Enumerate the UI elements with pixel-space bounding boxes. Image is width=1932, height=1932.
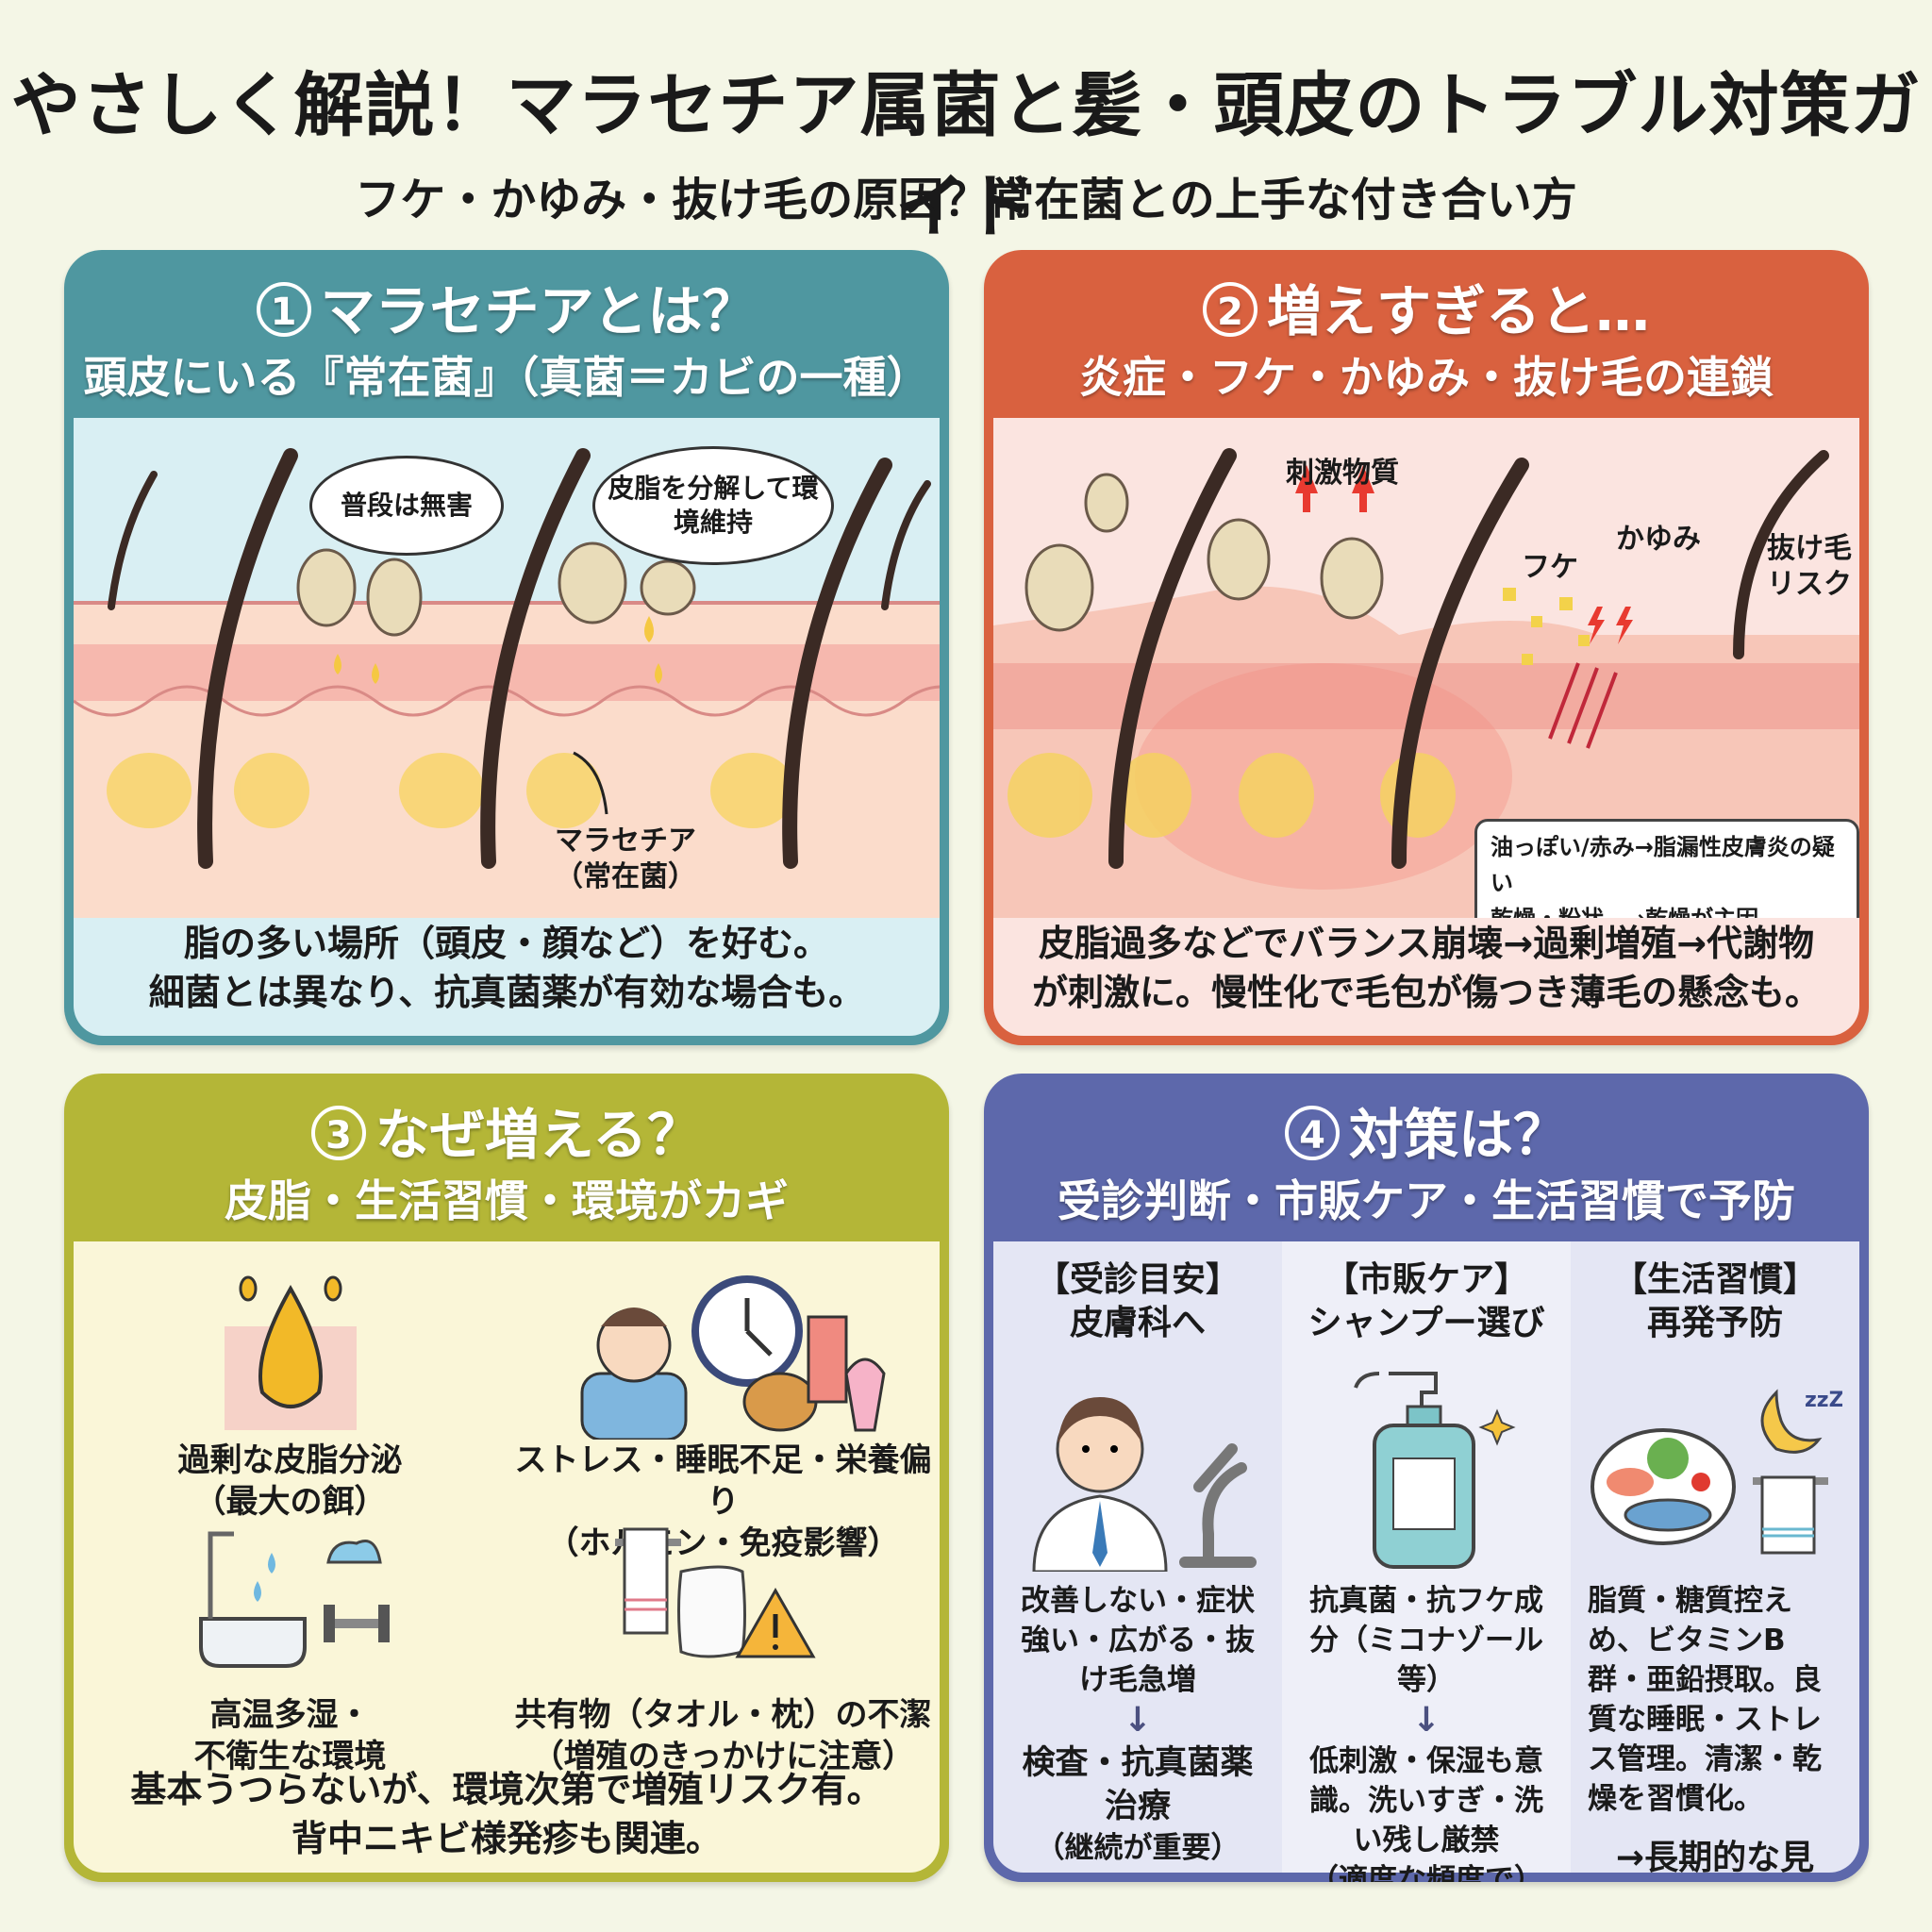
card-subheading: 受診判断・市販ケア・生活習慣で予防 [1058, 1175, 1795, 1226]
cause-note: 不衛生な環境 [193, 1738, 387, 1775]
card-caption: 基本うつらないが、環境次第で増殖リスク有。 背中ニキビ様発疹も関連。 [74, 1765, 940, 1863]
column-subtitle: シャンプー選び [1307, 1304, 1545, 1342]
cause-title: 共有物（タオル・枕）の不潔 [514, 1696, 932, 1734]
cause-note: （増殖のきっかけに注意） [531, 1738, 915, 1775]
card-body: 過剰な皮脂分泌 （最大の餌） ストレス・睡眠不足・栄養偏り （ホルモン・免疫影響… [74, 1241, 940, 1873]
card-body: 刺激物質 フケ かゆみ 抜け毛リスク 油っぽい/赤み→脂漏性皮膚炎の疑い 乾燥・… [993, 418, 1859, 1036]
card-subheading: 皮脂・生活習慣・環境がカギ [225, 1175, 789, 1226]
caption-line: 細菌とは異なり、抗真菌薬が有効な場合も。 [148, 972, 865, 1013]
page-title: やさしく解説！マラセチア属菌と髪・頭皮のトラブル対策ガイド [10, 65, 1922, 247]
card-heading: 増えすぎると… [1266, 279, 1650, 343]
cause-title: ストレス・睡眠不足・栄養偏り [514, 1441, 932, 1521]
speech-bubble-harmless: 普段は無害 [309, 456, 504, 556]
card-heading: なぜ増える？ [375, 1103, 703, 1167]
down-arrow-icon: ↓ [1123, 1701, 1153, 1740]
column-text: 改善しない・症状強い・広がる・抜け毛急増 [1021, 1584, 1255, 1697]
number-badge: 2 [1202, 281, 1257, 337]
card-caption: 脂の多い場所（頭皮・顔など）を好む。 細菌とは異なり、抗真菌薬が有効な場合も。 [74, 919, 940, 1017]
card-heading: マラセチアとは？ [320, 279, 758, 343]
scalp-normal-illustration: 普段は無害 皮脂を分解して環境維持 マラセチア（常在菌） [74, 418, 940, 918]
column-subtitle: 皮膚科へ [1069, 1304, 1206, 1342]
shampoo-bottle-icon [1354, 1372, 1516, 1569]
scalp-inflamed-illustration: 刺激物質 フケ かゆみ 抜け毛リスク 油っぽい/赤み→脂漏性皮膚炎の疑い 乾燥・… [993, 418, 1859, 918]
caption-line: 背中ニキビ様発疹も関連。 [291, 1818, 722, 1859]
card-subheading: 炎症・フケ・かゆみ・抜け毛の連鎖 [1079, 352, 1774, 403]
column-result: 低刺激・保湿も意識。洗いすぎ・洗い残し厳禁 [1309, 1744, 1543, 1857]
column-subtitle: 再発予防 [1646, 1304, 1783, 1342]
oil-drop-icon [224, 1275, 357, 1430]
card-body: 普段は無害 皮脂を分解して環境維持 マラセチア（常在菌） 脂の多い場所（頭皮・顔… [74, 418, 940, 1036]
caption-line: 脂の多い場所（頭皮・顔など）を好む。 [183, 923, 829, 964]
column-title: 【受診目安】 [1035, 1260, 1240, 1299]
bath-humidity-icon [198, 1531, 390, 1668]
caption-line: 皮脂過多などでバランス崩壊→過剰増殖→代謝物 [1038, 923, 1815, 964]
cause-note: （最大の餌） [193, 1483, 387, 1521]
column-title: 【市販ケア】 [1324, 1260, 1528, 1299]
column-doctor: 【受診目安】 皮膚科へ 改善しない・症状強い・広がる・抜け毛急増 ↓ 検査・抗真… [993, 1241, 1282, 1873]
card-body: 【受診目安】 皮膚科へ 改善しない・症状強い・広がる・抜け毛急増 ↓ 検査・抗真… [993, 1241, 1859, 1882]
page-subtitle: フケ・かゆみ・抜け毛の原因？常在菌との上手な付き合い方 [355, 174, 1577, 226]
column-title: 【生活習慣】 [1612, 1260, 1817, 1299]
cause-shared-items: 共有物（タオル・枕）の不潔 （増殖のきっかけに注意） [507, 1515, 940, 1777]
cause-note: （ホルモン・免疫影響） [546, 1524, 900, 1562]
cause-environment: 高温多湿・ 不衛生な環境 [74, 1515, 507, 1777]
svg-text:zzZ: zzZ [1805, 1389, 1842, 1412]
malassezia-label: マラセチア（常在菌） [555, 824, 696, 893]
column-result: →長期的な見直しがカギ！ [1615, 1839, 1815, 1877]
card-heading: 対策は？ [1348, 1103, 1568, 1167]
doctor-microscope-icon [1032, 1397, 1257, 1574]
down-arrow-icon: ↓ [1411, 1701, 1441, 1740]
column-shampoo: 【市販ケア】 シャンプー選び 抗真菌・抗フケ成分（ミコナゾール等） ↓ 低刺激・… [1282, 1241, 1571, 1882]
number-badge: 1 [256, 281, 311, 337]
number-badge: 4 [1284, 1105, 1340, 1160]
cause-sebum: 過剰な皮脂分泌 （最大の餌） [74, 1260, 507, 1523]
caption-line: が刺激に。慢性化で毛包が傷つき薄毛の懸念も。 [1031, 972, 1821, 1013]
label-irritants: 刺激物質 [1286, 457, 1399, 490]
note-line: 乾燥・粉状 →乾燥が主因 [1491, 901, 1843, 918]
label-itch: かゆみ [1616, 523, 1701, 556]
column-note: （適度な頻度で） [1309, 1863, 1543, 1882]
label-hair-loss-risk: 抜け毛リスク [1767, 532, 1852, 601]
caption-line: 基本うつらないが、環境次第で増殖リスク有。 [130, 1769, 883, 1810]
note-line: 油っぽい/赤み→脂漏性皮膚炎の疑い [1491, 834, 1835, 896]
diagnosis-note: 油っぽい/赤み→脂漏性皮膚炎の疑い 乾燥・粉状 →乾燥が主因 [1474, 819, 1859, 918]
number-badge: 3 [310, 1105, 366, 1160]
stress-clock-food-icon [580, 1275, 886, 1441]
card-subheading: 頭皮にいる『常在菌』（真菌＝カビの一種） [83, 352, 930, 403]
label-dandruff: フケ [1522, 551, 1578, 584]
column-result: 検査・抗真菌薬治療 [1022, 1744, 1254, 1825]
speech-bubble-sebum: 皮脂を分解して環境維持 [592, 446, 834, 565]
column-lifestyle: 【生活習慣】 再発予防 zzZ 脂質・糖質控えめ、ビタミンB群・亜鉛摂取。良質な… [1571, 1241, 1859, 1877]
cause-title: 高温多湿・ [209, 1696, 371, 1734]
cause-lifestyle: ストレス・睡眠不足・栄養偏り （ホルモン・免疫影響） [507, 1260, 940, 1564]
card-caption: 皮脂過多などでバランス崩壊→過剰増殖→代謝物 が刺激に。慢性化で毛包が傷つき薄毛… [993, 919, 1859, 1017]
column-note: （継続が重要） [1035, 1831, 1241, 1865]
cause-title: 過剰な皮脂分泌 [177, 1441, 403, 1479]
meal-sleep-towel-icon: zzZ [1591, 1389, 1844, 1555]
towel-pillow-warning-icon [614, 1527, 816, 1658]
column-text: 抗真菌・抗フケ成分（ミコナゾール等） [1309, 1584, 1543, 1697]
column-text: 脂質・糖質控えめ、ビタミンB群・亜鉛摂取。良質な睡眠・ストレス管理。清潔・乾燥を… [1588, 1584, 1822, 1816]
